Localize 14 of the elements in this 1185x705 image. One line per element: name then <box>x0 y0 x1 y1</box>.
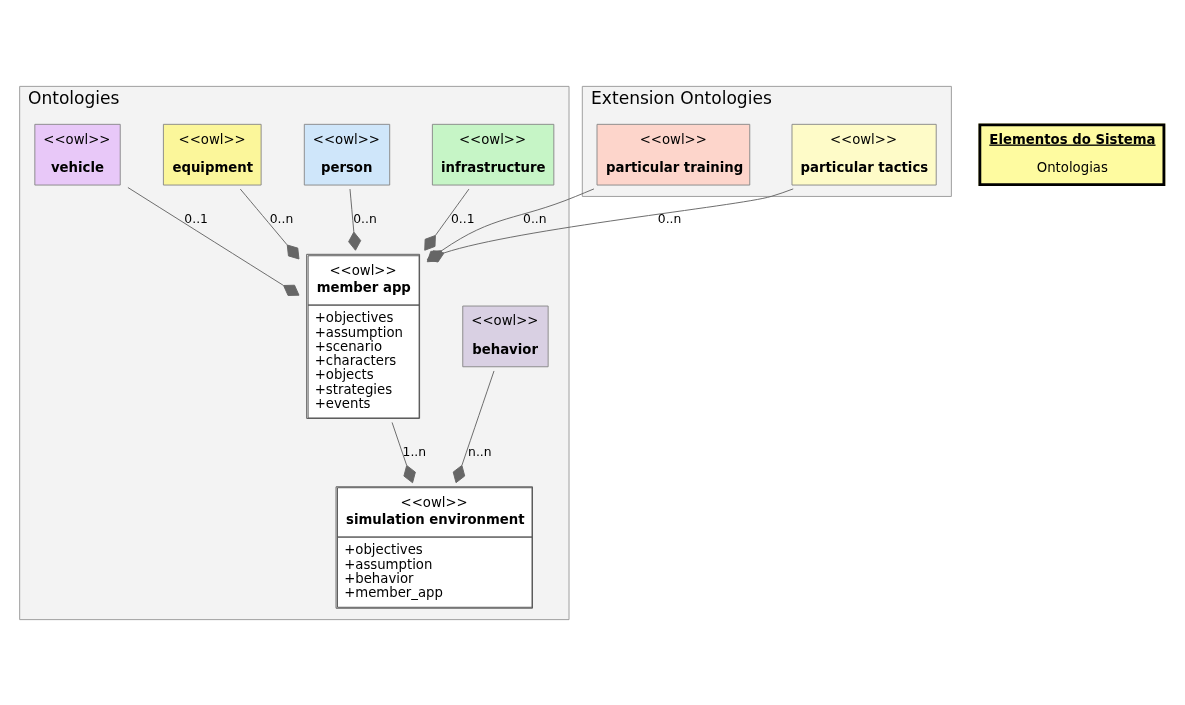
edge-label: 0..n <box>523 211 547 226</box>
edge-label: 0..n <box>353 211 377 226</box>
edge-label: 0..n <box>269 211 294 226</box>
connector <box>239 188 300 259</box>
edge-label: 0..1 <box>184 211 208 226</box>
connector <box>424 188 470 251</box>
connector <box>127 186 300 296</box>
connector <box>452 370 495 483</box>
edge-label: n..n <box>468 444 492 459</box>
edge-label: 1..n <box>402 444 427 459</box>
connector <box>348 188 362 251</box>
edge-label: 0..1 <box>450 211 475 226</box>
edge-label: 0..n <box>657 211 682 226</box>
connector <box>391 421 416 483</box>
